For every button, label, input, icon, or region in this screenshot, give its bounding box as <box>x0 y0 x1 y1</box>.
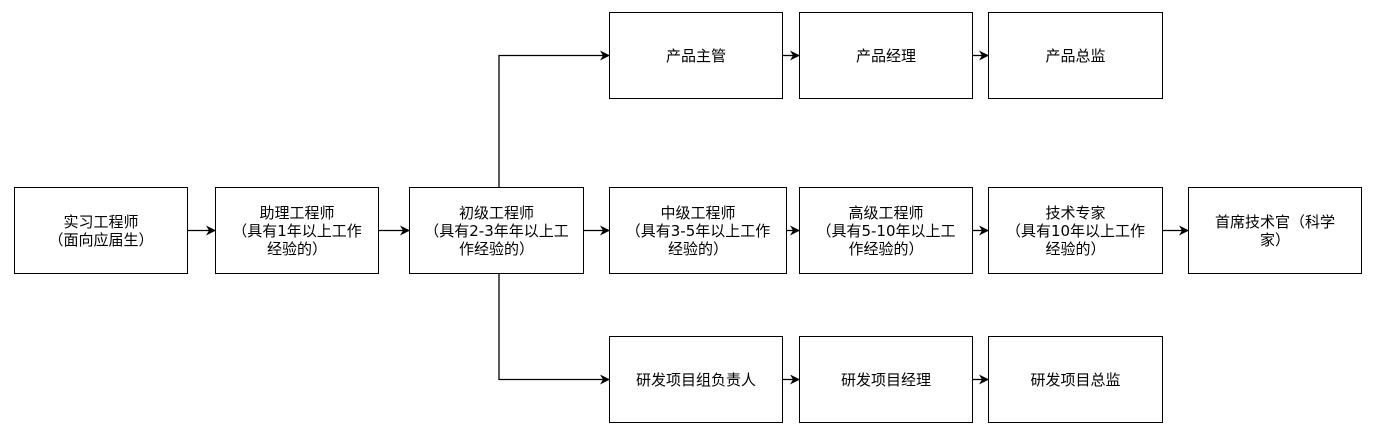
node-intern: 实习工程师 （面向应届生） <box>14 187 188 274</box>
node-product-manager: 产品经理 <box>799 12 973 99</box>
edge-junior-to-rd1 <box>498 274 610 385</box>
node-junior: 初级工程师 （具有2-3年年以上工 作经验的） <box>409 187 584 274</box>
node-expert: 技术专家 （具有10年以上工作 经验的） <box>988 187 1163 274</box>
node-rd-project-manager: 研发项目经理 <box>799 336 973 423</box>
edge-junior-to-prod1 <box>498 50 610 187</box>
node-rd-project-director: 研发项目总监 <box>988 336 1163 423</box>
node-assistant: 助理工程师 （具有1年以上工作 经验的） <box>215 187 379 274</box>
node-product-supervisor: 产品主管 <box>609 12 783 99</box>
node-mid: 中级工程师 （具有3-5年以上工作 经验的） <box>609 187 787 274</box>
node-cto: 首席技术官（科学 家） <box>1188 187 1362 274</box>
node-product-director: 产品总监 <box>988 12 1163 99</box>
node-senior: 高级工程师 （具有5-10年以上工 作经验的） <box>799 187 973 274</box>
node-rd-team-lead: 研发项目组负责人 <box>609 336 783 423</box>
